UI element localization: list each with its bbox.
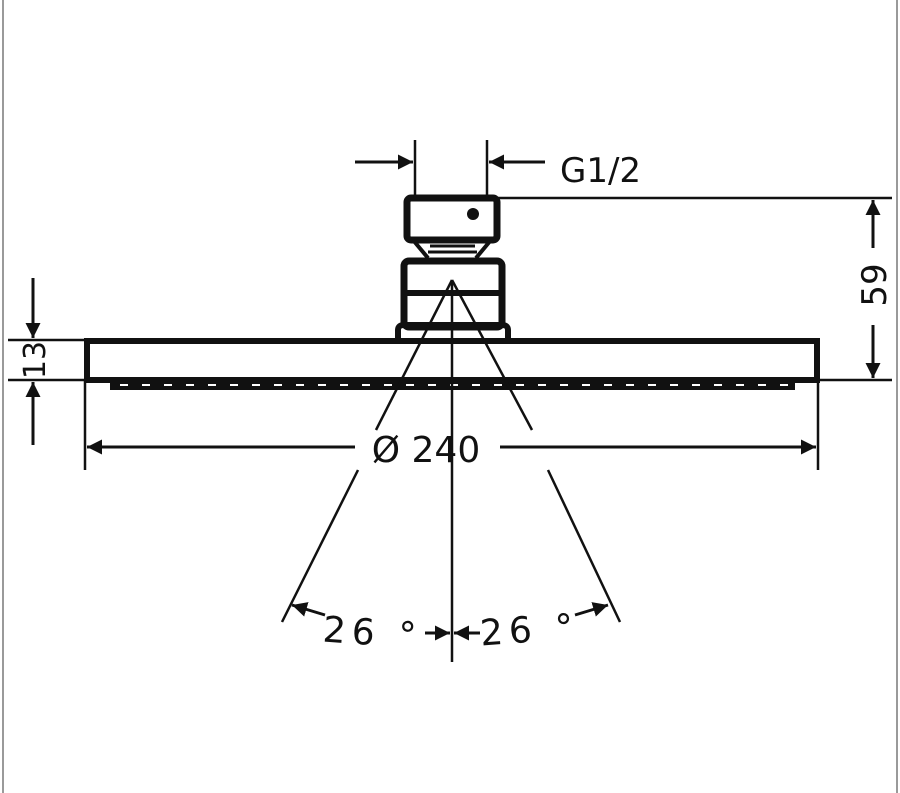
plate-thickness-label: 13 <box>18 341 53 379</box>
nut-dot <box>467 208 479 220</box>
spray-angle-right-label: 26 ° <box>479 607 581 655</box>
thread-label: G1/2 <box>560 151 641 191</box>
dimension-lines <box>8 140 892 662</box>
height-label: 59 <box>855 263 895 306</box>
connector-nut <box>403 194 501 244</box>
neck <box>411 238 493 260</box>
diameter-label: Ø 240 <box>372 430 481 471</box>
spray-angle-left-label: 26 ° <box>322 610 424 658</box>
